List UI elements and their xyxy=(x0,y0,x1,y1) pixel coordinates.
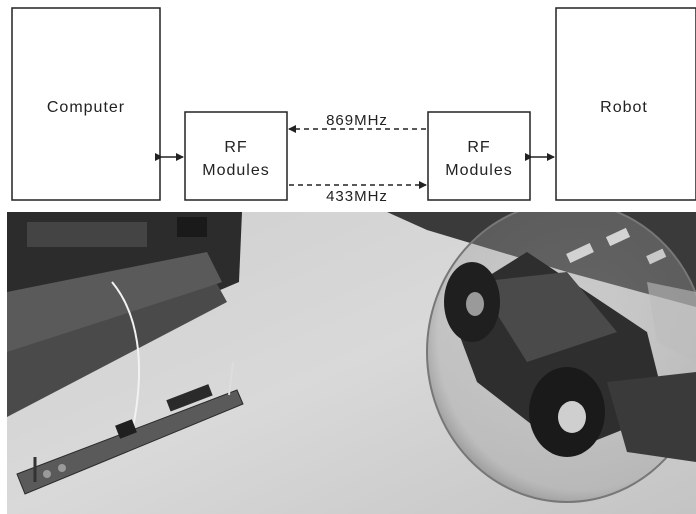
rf-module-left-box xyxy=(185,112,287,200)
rf-module-right-box xyxy=(428,112,530,200)
freq-869-label: 869MHz xyxy=(326,112,388,129)
rf-module-right-label-line2: Modules xyxy=(445,162,512,179)
spherical-robot xyxy=(427,212,696,502)
hardware-photo xyxy=(7,212,696,514)
freq-433-label: 433MHz xyxy=(326,188,388,205)
computer-label: Computer xyxy=(47,99,125,116)
rf-module-right-label-line1: RF xyxy=(467,139,490,156)
rf-module-left-label-line1: RF xyxy=(224,139,247,156)
rf-module-left-label-line2: Modules xyxy=(202,162,269,179)
robot-label: Robot xyxy=(600,99,648,116)
block-diagram: Computer RF Modules RF Modules Robot 869… xyxy=(0,0,696,210)
